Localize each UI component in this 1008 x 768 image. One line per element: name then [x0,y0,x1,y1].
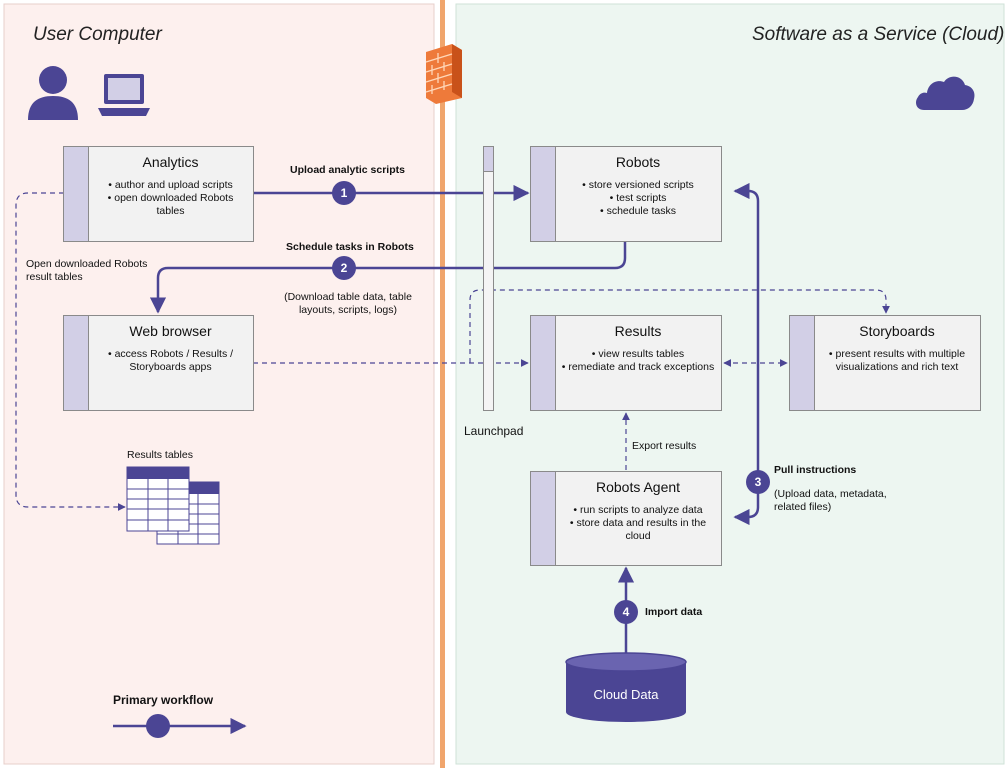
web-browser-title: Web browser [129,323,212,339]
list-item: schedule tasks [561,205,715,218]
results-tables-label: Results tables [127,449,193,461]
flow-launchpad-storyboards [469,289,890,363]
list-item: access Robots / Results / Storyboards ap… [94,348,247,374]
analytics-title: Analytics [142,154,199,170]
cloud-icon [916,76,975,110]
results-tables-icon [126,466,220,545]
table-front [126,466,190,532]
pane-divider [440,0,445,768]
flow-schedule-tasks [149,240,627,314]
laptop-icon [98,74,150,116]
cloud-data-label: Cloud Data [593,687,659,702]
cloud-pane-title: Software as a Service (Cloud) [752,24,1005,45]
user-pane-title: User Computer [33,24,162,45]
list-item: remediate and track exceptions [561,361,715,374]
step-2-label: Schedule tasks in Robots [286,241,414,253]
step-4-label: Import data [645,606,703,618]
flow-pull-instructions [733,182,760,526]
storyboards-title: Storyboards [859,323,935,339]
list-item: test scripts [561,192,715,205]
legend-label: Primary workflow [113,693,214,707]
launchpad-bar [483,146,494,411]
list-item: view results tables [561,348,715,361]
list-item: store versioned scripts [561,179,715,192]
list-item: present results with multiple visualizat… [820,348,974,374]
open-downloaded-note: Open downloaded Robots result tables [26,258,148,283]
step-4-badge: 4 [614,600,638,624]
storyboards-box: Storyboards present results with multipl… [789,315,981,411]
analytics-box: Analytics author and upload scripts open… [63,146,254,242]
web-browser-box: Web browser access Robots / Results / St… [63,315,254,411]
step-3-label: Pull instructions [774,464,857,476]
export-results-note: Export results [632,440,697,452]
step-3-note: (Upload data, metadata, related files) [774,488,887,513]
robots-box: Robots store versioned scripts test scri… [530,146,722,242]
robots-title: Robots [615,154,661,170]
step-1-badge: 1 [332,181,356,205]
flow-open-tables [15,192,126,511]
list-item: store data and results in the cloud [561,517,715,543]
results-box: Results view results tables remediate an… [530,315,722,411]
launchpad-label: Launchpad [464,424,524,438]
step-1-label: Upload analytic scripts [290,164,405,176]
database-icon [565,652,687,722]
legend-dot [146,714,170,738]
list-item: open downloaded Robots tables [94,192,247,218]
person-icon [28,66,78,120]
step-2-badge: 2 [332,256,356,280]
robots-agent-title: Robots Agent [595,479,681,495]
robots-agent-box: Robots Agent run scripts to analyze data… [530,471,722,566]
list-item: author and upload scripts [94,179,247,192]
step-2-note: (Download table data, table layouts, scr… [284,291,412,316]
results-title: Results [614,323,662,339]
firewall-icon [425,44,462,104]
list-item: run scripts to analyze data [561,504,715,517]
step-3-badge: 3 [746,470,770,494]
